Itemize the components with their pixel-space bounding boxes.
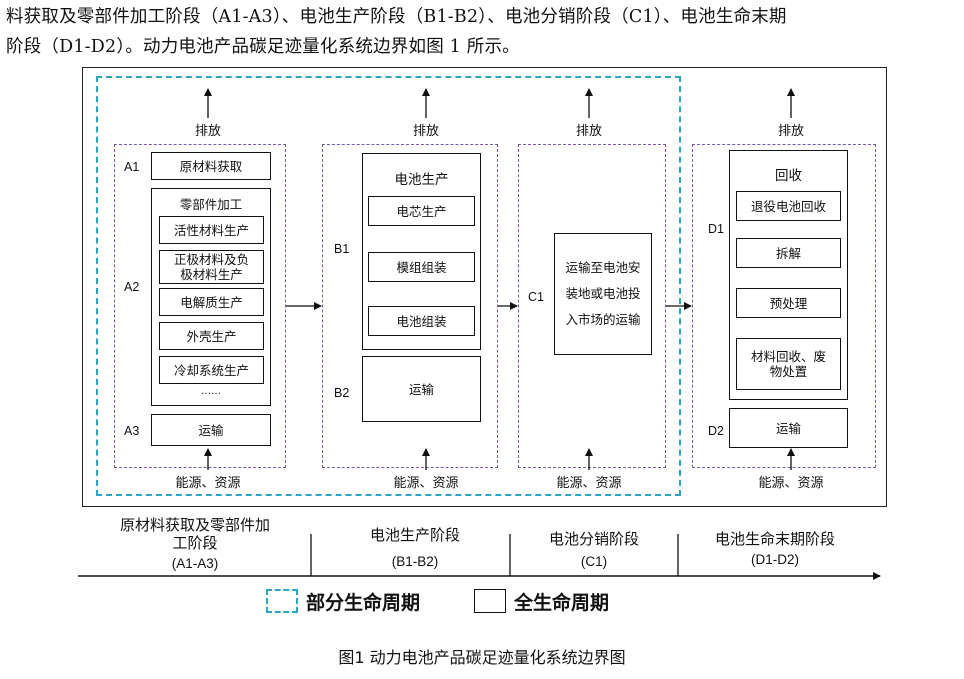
partial-lifecycle-frame bbox=[96, 76, 681, 496]
box-casing: 外壳生产 bbox=[159, 322, 264, 350]
code-c1: C1 bbox=[528, 290, 544, 304]
stage-d-frame bbox=[692, 144, 876, 468]
phase-d-name: 电池生命末期阶段 bbox=[714, 530, 835, 548]
resource-label-a: 能源、资源 bbox=[175, 476, 241, 491]
legend-partial-swatch bbox=[266, 589, 298, 613]
box-transport-a: 运输 bbox=[151, 414, 271, 446]
ellipsis-more: …… bbox=[201, 386, 221, 397]
stage-c-frame bbox=[518, 144, 666, 468]
code-b2: B2 bbox=[334, 386, 350, 400]
emission-label-c: 排放 bbox=[575, 124, 602, 139]
legend-partial-label: 部分生命周期 bbox=[306, 592, 421, 614]
text-material-recovery: 材料回收、废物处置 bbox=[750, 349, 826, 379]
title-battery-production: 电池生产 bbox=[394, 172, 449, 188]
box-transport-d: 运输 bbox=[729, 408, 848, 448]
box-pretreatment: 预处理 bbox=[736, 288, 841, 318]
box-cooling-system: 冷却系统生产 bbox=[159, 356, 264, 384]
phase-d-code: (D1-D2) bbox=[750, 552, 799, 567]
title-recycling: 回收 bbox=[775, 168, 802, 184]
box-raw-material: 原材料获取 bbox=[151, 152, 271, 180]
code-a3: A3 bbox=[124, 424, 140, 438]
box-material-recovery: 材料回收、废物处置 bbox=[736, 338, 841, 390]
box-component-processing bbox=[151, 188, 271, 406]
code-a1: A1 bbox=[124, 160, 140, 174]
legend-full-swatch bbox=[474, 589, 506, 613]
stage-b-frame bbox=[322, 144, 498, 468]
box-pack-assembly: 电池组装 bbox=[368, 306, 475, 336]
phase-a-code: (A1-A3) bbox=[171, 556, 219, 571]
emission-label-b: 排放 bbox=[412, 124, 439, 139]
intro-line-1: 料获取及零部件加工阶段（A1-A3）、电池生产阶段（B1-B2）、电池分销阶段（… bbox=[6, 7, 787, 27]
phase-b-code: (B1-B2) bbox=[391, 554, 439, 569]
code-d2: D2 bbox=[708, 424, 724, 438]
box-disassembly: 拆解 bbox=[736, 238, 841, 268]
box-electrolyte: 电解质生产 bbox=[159, 288, 264, 316]
box-transport-b: 运输 bbox=[362, 356, 481, 422]
legend-full-label: 全生命周期 bbox=[514, 592, 610, 614]
emission-label-a: 排放 bbox=[194, 124, 221, 139]
box-recycling bbox=[729, 150, 848, 400]
phase-c-name: 电池分销阶段 bbox=[548, 530, 639, 548]
box-cell-production: 电芯生产 bbox=[368, 196, 475, 226]
phase-c-code: (C1) bbox=[580, 554, 608, 569]
intro-line-2: 阶段（D1-D2）。动力电池产品碳足迹量化系统边界如图 1 所示。 bbox=[6, 37, 520, 57]
phase-b-name: 电池生产阶段 bbox=[369, 526, 460, 544]
code-d1: D1 bbox=[708, 222, 724, 236]
resource-label-d: 能源、资源 bbox=[758, 476, 824, 491]
full-lifecycle-frame bbox=[82, 67, 887, 507]
box-battery-production bbox=[362, 153, 481, 350]
box-active-material: 活性材料生产 bbox=[159, 216, 264, 244]
title-component-processing: 零部件加工 bbox=[179, 197, 243, 212]
stage-a-frame bbox=[114, 144, 286, 468]
text-distribution: 运输至电池安装地或电池投入市场的运输 bbox=[565, 260, 641, 327]
figure-caption: 图1 动力电池产品碳足迹量化系统边界图 bbox=[338, 648, 626, 667]
text-electrode-material: 正极材料及负极材料生产 bbox=[173, 252, 249, 282]
box-distribution: 运输至电池安装地或电池投入市场的运输 bbox=[554, 233, 652, 355]
emission-label-d: 排放 bbox=[777, 124, 804, 139]
box-module-assembly: 模组组装 bbox=[368, 252, 475, 282]
box-electrode-material: 正极材料及负极材料生产 bbox=[159, 250, 264, 284]
code-a2: A2 bbox=[124, 280, 140, 294]
box-retired-battery-recovery: 退役电池回收 bbox=[736, 191, 841, 221]
code-b1: B1 bbox=[334, 242, 350, 256]
resource-label-b: 能源、资源 bbox=[393, 476, 459, 491]
phase-a-name: 原材料获取及零部件加工阶段 bbox=[120, 516, 271, 552]
resource-label-c: 能源、资源 bbox=[556, 476, 622, 491]
